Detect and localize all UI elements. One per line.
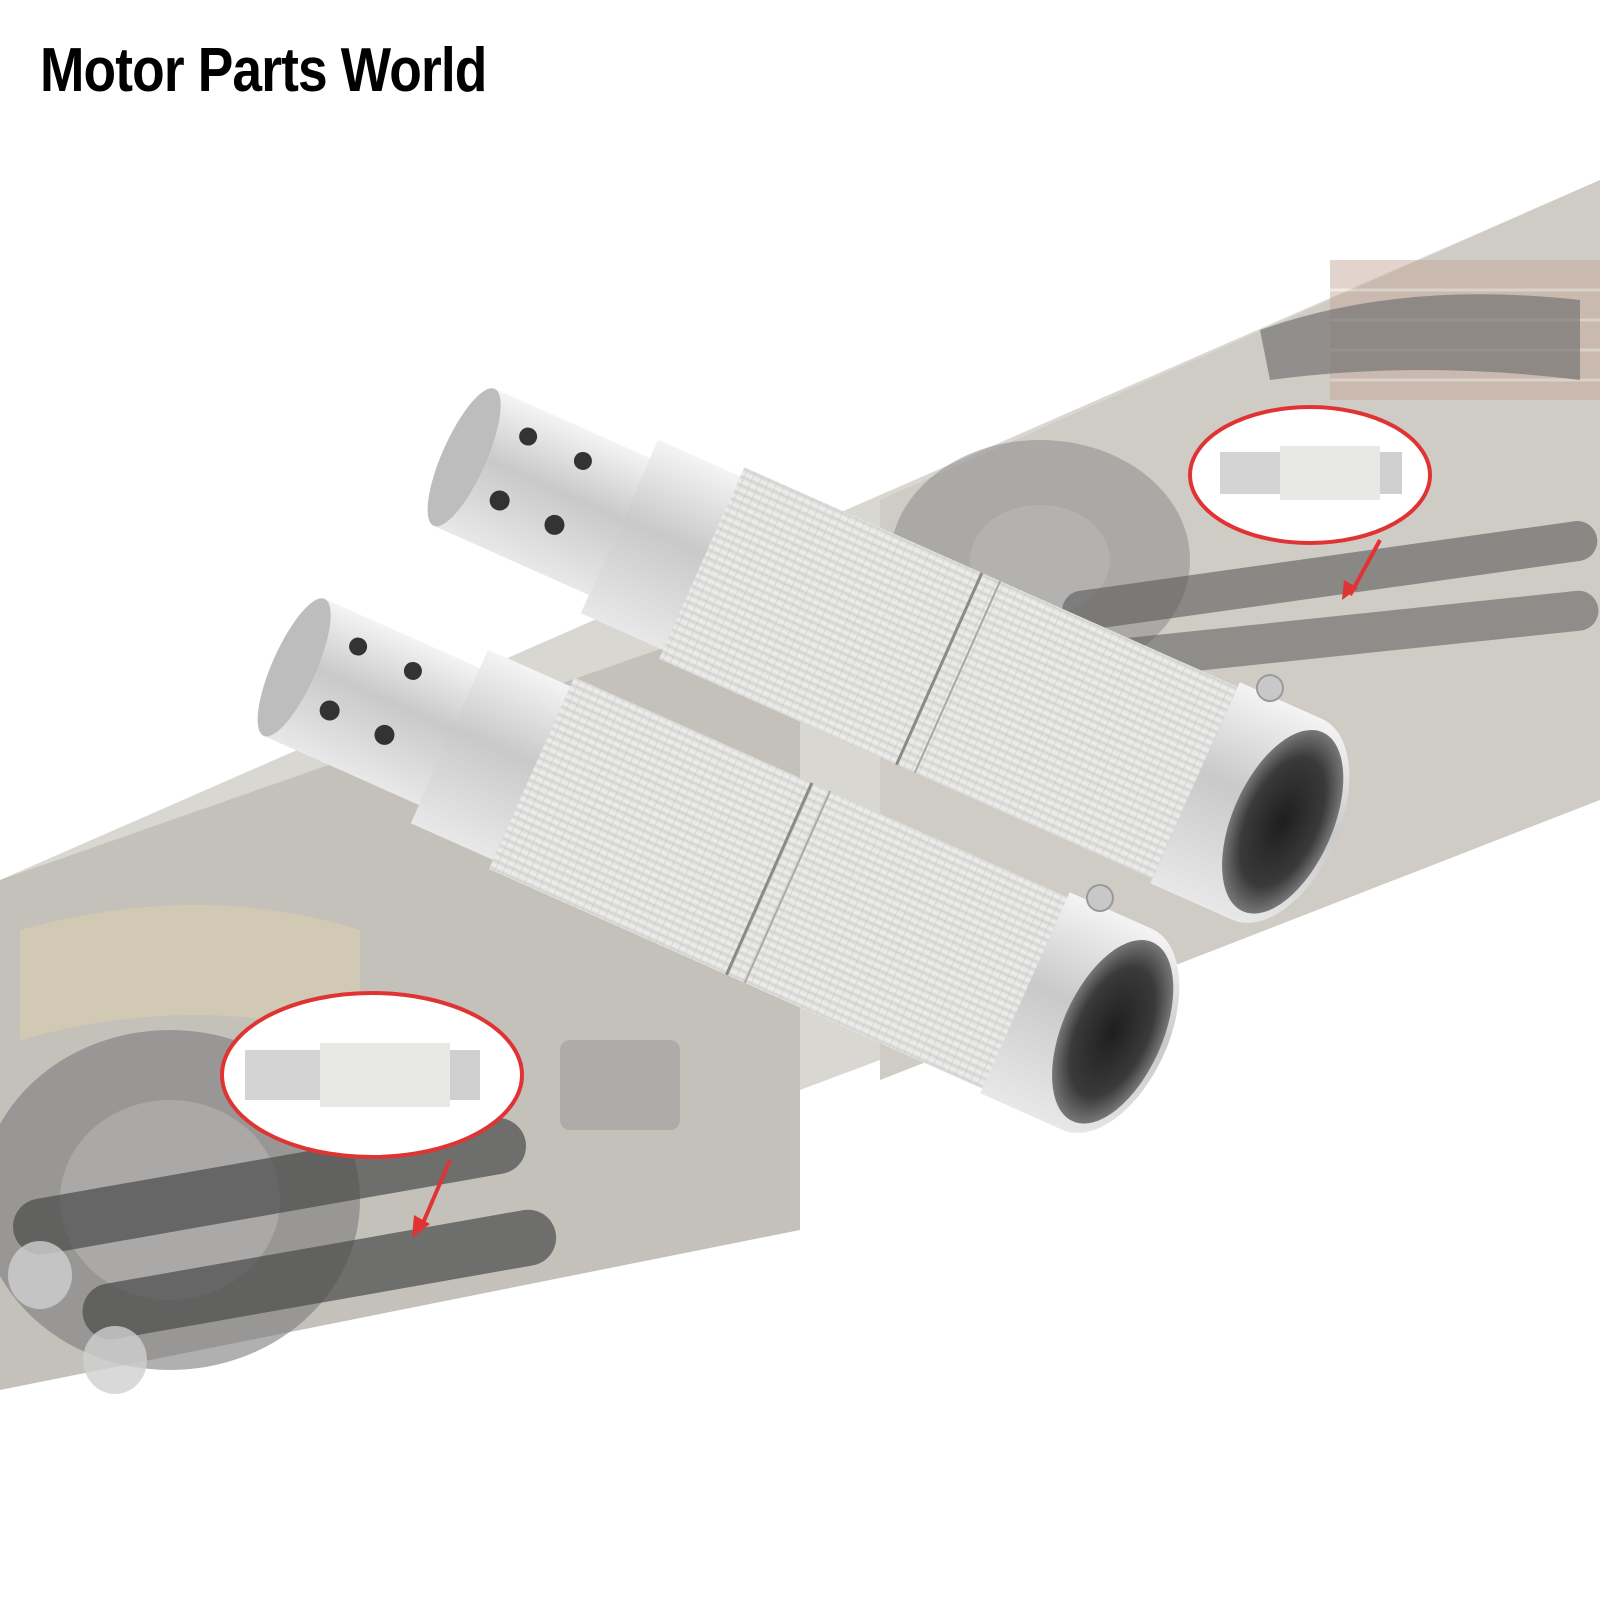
engine-cover — [560, 1040, 680, 1130]
fender — [20, 905, 360, 1040]
brand-title: Motor Parts World — [40, 36, 487, 105]
callout-arrow-left — [418, 1159, 452, 1231]
mini-baffle-left — [245, 1050, 320, 1100]
callout-right — [1188, 405, 1432, 600]
callout-arrow-right — [1348, 539, 1382, 596]
baffle-insert-rear — [427, 388, 1350, 923]
baffle-insert-front — [257, 598, 1180, 1133]
exhaust-pipe-right — [1062, 521, 1598, 631]
mini-baffle-right — [1220, 452, 1280, 494]
callout-left — [220, 991, 524, 1238]
motorcycle-seat — [1260, 294, 1580, 380]
